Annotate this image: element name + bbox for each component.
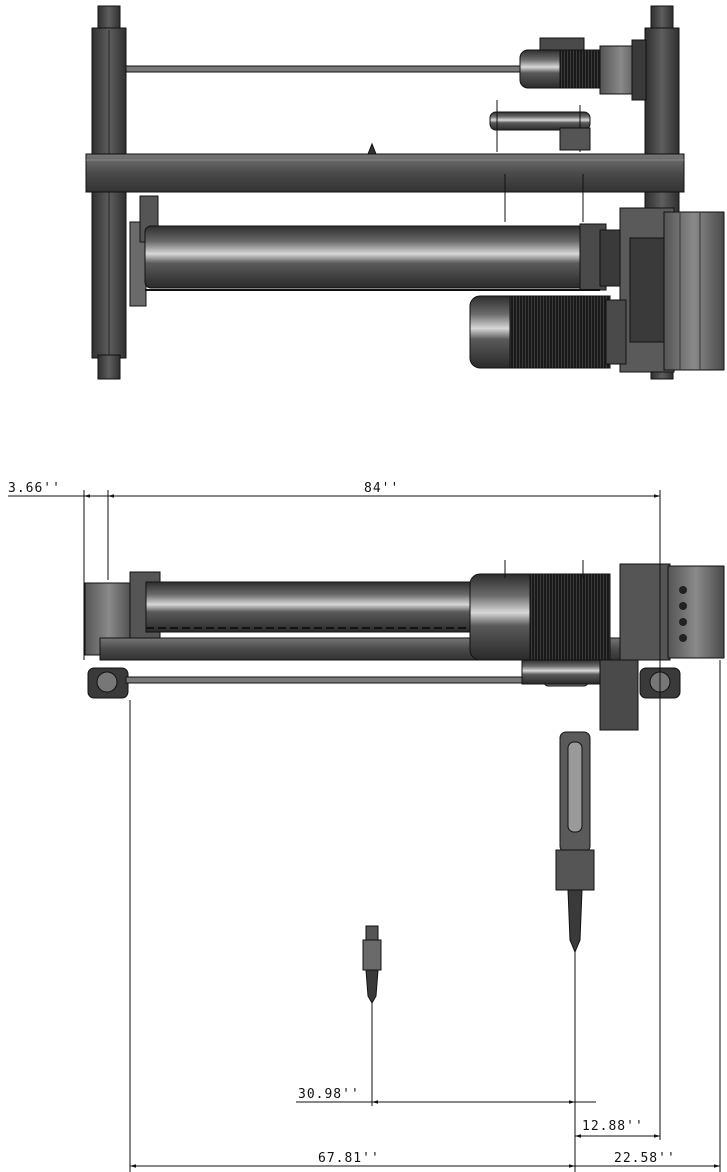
front-hoist-motor — [469, 560, 611, 661]
dim-right-overhang: 22.58'' — [614, 1151, 676, 1166]
hook-block-upper — [555, 731, 595, 954]
dim-hook-approach-left: 67.81'' — [318, 1151, 380, 1166]
gearbox — [619, 207, 725, 373]
hook-block-lower — [362, 925, 382, 1005]
travel-motor — [519, 37, 647, 101]
left-column — [91, 5, 127, 380]
hoist-drum — [129, 195, 625, 307]
front-gearbox — [619, 563, 725, 661]
front-drum — [145, 581, 477, 633]
dim-end-offset: 3.66'' — [8, 481, 61, 496]
dimension-labels: 3.66'' 84'' 30.98'' 12.88'' 67.81'' 22.5… — [8, 481, 676, 1166]
dimension-lines — [8, 490, 721, 1172]
cross-shaft — [125, 65, 527, 73]
brake-cylinder — [489, 100, 591, 152]
dim-span: 84'' — [364, 481, 399, 496]
hoist-motor — [469, 295, 627, 369]
front-elevation-view — [84, 560, 725, 1005]
dim-hook-approach-right: 12.88'' — [582, 1119, 644, 1134]
dim-hook-travel: 30.98'' — [298, 1087, 360, 1102]
top-view — [85, 5, 725, 380]
